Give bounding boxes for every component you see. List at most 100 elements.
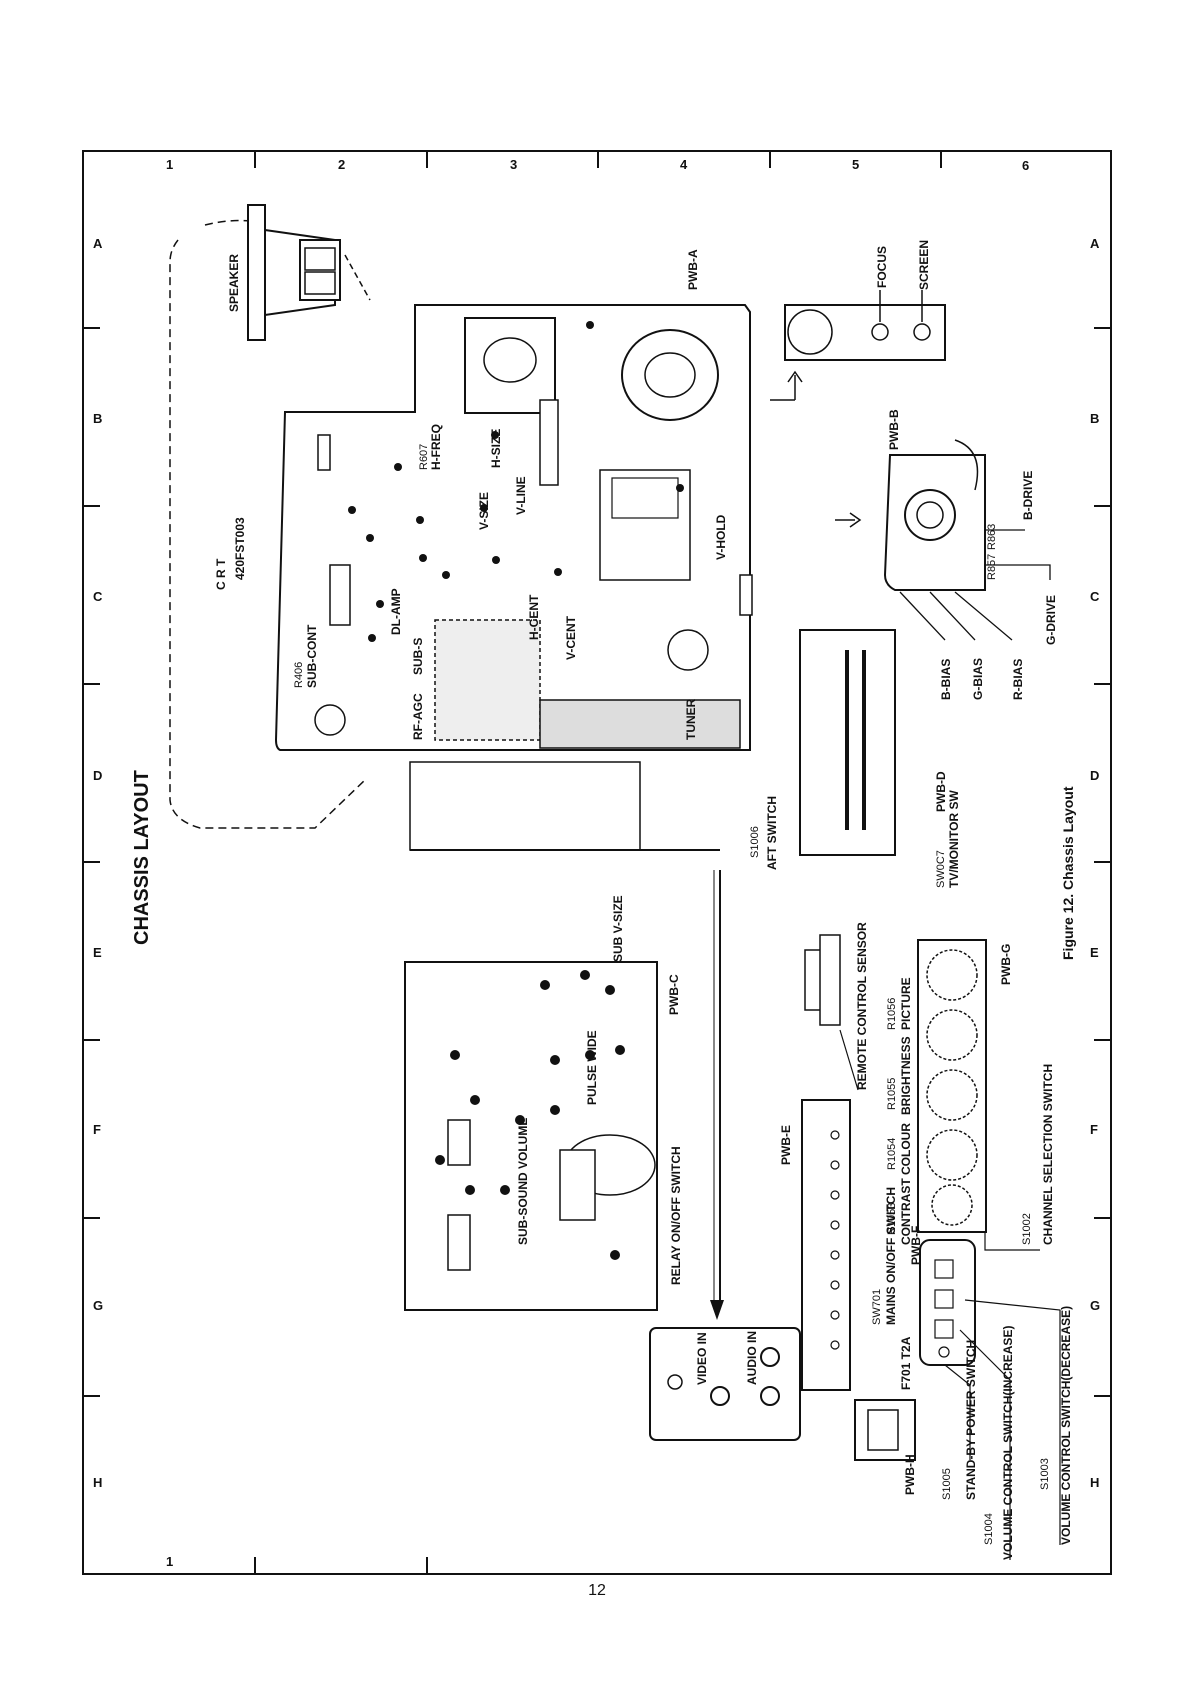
speaker: SPEAKER	[227, 204, 371, 341]
sub-v-size-label: SUB V-SIZE	[611, 895, 625, 962]
volume-decrease-label: VOLUME CONTROL SWITCH(DECREASE)	[1059, 1306, 1073, 1545]
r1056-label: R1056	[886, 998, 898, 1030]
crt-model-label: 420FST003	[233, 517, 247, 580]
crt-label: C R T	[214, 558, 228, 590]
col-label-bottom-1: 1	[166, 1554, 173, 1569]
picture-label: PICTURE	[899, 977, 913, 1030]
speaker-label: SPEAKER	[227, 254, 241, 312]
row-label-b-right: B	[1090, 411, 1099, 426]
pwb-b-label: PWB-B	[887, 409, 901, 450]
g-drive-label: G-DRIVE	[1044, 595, 1058, 645]
row-label-h-right: H	[1090, 1475, 1099, 1490]
row-label-g: G	[93, 1298, 103, 1313]
page-number: 12	[588, 1582, 606, 1599]
dl-amp-label: DL-AMP	[389, 588, 403, 635]
tv-monitor-sw-label: TV/MONITOR SW	[947, 790, 961, 888]
main-board-pwb-a: TUNER	[274, 304, 753, 1320]
focus-label: FOCUS	[875, 246, 889, 288]
r406-label: R406	[293, 662, 305, 688]
grid-row-labels: A B C D E F G H A B C D E F G H	[93, 236, 1100, 1490]
pwb-c-label: PWB-C	[667, 974, 681, 1015]
sub-sound-volume-label: SUB-SOUND VOLUME	[516, 1118, 530, 1245]
col-label-3: 3	[510, 157, 517, 172]
col-label-4: 4	[680, 157, 688, 172]
s1004-label: S1004	[983, 1513, 995, 1545]
r857-label: R857	[986, 554, 998, 580]
sub-s-label: SUB-S	[411, 638, 425, 675]
sw701-label: SW701	[871, 1289, 883, 1325]
pwb-f-label: PWB-F	[909, 1226, 923, 1265]
h-cent-label: H-CENT	[527, 594, 541, 640]
f701-label: F701 T2A	[899, 1336, 913, 1390]
remote-sensor-label: REMOTE CONTROL SENSOR	[855, 922, 869, 1090]
contrast-label: CONTRAST	[899, 1178, 913, 1245]
row-label-a: A	[93, 236, 103, 251]
r1053-label: R1053	[886, 1203, 898, 1235]
col-label-5: 5	[852, 157, 859, 172]
r607-label: R607	[418, 444, 430, 470]
standby-switch-label: STAND-BY POWER SWITCH	[964, 1340, 978, 1500]
diagram-title: CHASSIS LAYOUT	[131, 770, 153, 945]
grid-column-labels: 1 2 3 4 5 6 1	[166, 157, 1029, 1569]
aft-switch-label: AFT SWITCH	[765, 796, 779, 870]
s1005-label: S1005	[941, 1468, 953, 1500]
pwb-a-label: PWB-A	[686, 249, 700, 290]
pwb-c-board: PWB-C SUB V-SIZE PULSE WIDE SUB-SOUND VO…	[404, 895, 683, 1311]
pwb-h-label: PWB-H	[903, 1454, 917, 1495]
grid-ticks	[82, 150, 1112, 1575]
row-label-f-right: F	[1090, 1122, 1098, 1137]
pwb-e-board: PWB-E	[779, 1099, 851, 1391]
r1054-label: R1054	[886, 1138, 898, 1170]
pwb-b-board: PWB-B B-DRIVE G-DRIVE B-BIAS G-BIAS R-BI…	[883, 409, 1058, 700]
v-line-label: V-LINE	[514, 476, 528, 515]
h-freq-label: H-FREQ	[429, 424, 443, 470]
row-label-g-right: G	[1090, 1298, 1100, 1313]
brightness-label: BRIGHTNESS	[899, 1036, 913, 1115]
row-label-d: D	[93, 768, 102, 783]
row-label-c: C	[93, 589, 103, 604]
row-label-e-right: E	[1090, 945, 1099, 960]
tuner-label: TUNER	[684, 698, 698, 740]
col-label-2: 2	[338, 157, 345, 172]
channel-switch-label: CHANNEL SELECTION SWITCH	[1041, 1064, 1055, 1245]
sub-cont-label: SUB-CONT	[305, 624, 319, 688]
v-cent-label: V-CENT	[564, 615, 578, 660]
s1006-label: S1006	[749, 826, 761, 858]
rf-agc-label: RF-AGC	[411, 693, 425, 740]
s1003-label: S1003	[1039, 1458, 1051, 1490]
s1002-label: S1002	[1021, 1213, 1033, 1245]
row-label-c-right: C	[1090, 589, 1100, 604]
main-board-labels: PWB-A H-SIZE H-FREQ R607 V-LINE V-SIZE V…	[293, 249, 728, 740]
remote-sensor: REMOTE CONTROL SENSOR	[804, 922, 869, 1091]
figure-caption: Figure 12. Chassis Layout	[1060, 786, 1076, 960]
audio-in-label: AUDIO IN	[745, 1331, 759, 1385]
row-label-e: E	[93, 945, 102, 960]
pwb-g-board: PWB-G TV/MONITOR SW SW0C7 PICTURE R1056 …	[886, 790, 1055, 1251]
mains-switch-label: MAINS ON/OFF SWITCH	[884, 1187, 898, 1325]
pwb-d-board: PWB-D AFT SWITCH S1006	[749, 629, 948, 870]
row-label-b: B	[93, 411, 102, 426]
sw0007-label: SW0C7	[935, 850, 947, 888]
r863-label: R863	[986, 524, 998, 550]
col-label-6: 6	[1022, 158, 1029, 173]
relay-switch-label: RELAY ON/OFF SWITCH	[669, 1146, 683, 1285]
colour-label: COLOUR	[899, 1123, 913, 1175]
pwb-e-label: PWB-E	[779, 1125, 793, 1165]
av-input-panel: VIDEO IN AUDIO IN	[649, 1327, 801, 1441]
volume-increase-label: VOLUME CONTROL SWITCH(INCREASE)	[1001, 1326, 1015, 1560]
col-label-1: 1	[166, 157, 173, 172]
screen-label: SCREEN	[917, 240, 931, 290]
pulse-wide-label: PULSE WIDE	[585, 1030, 599, 1105]
arrow-to-pwb-b	[835, 512, 862, 528]
r-bias-label: R-BIAS	[1011, 659, 1025, 700]
h-size-label: H-SIZE	[489, 429, 503, 468]
b-bias-label: B-BIAS	[939, 659, 953, 700]
pwb-f-board: PWB-F PWB-H MAINS ON/OFF SWITCH SW701 F7…	[854, 1187, 976, 1495]
row-label-d-right: D	[1090, 768, 1099, 783]
switch-labels-bottom: STAND-BY POWER SWITCH S1005 VOLUME CONTR…	[941, 1299, 1073, 1560]
row-label-a-right: A	[1090, 236, 1100, 251]
pwb-g-label: PWB-G	[999, 944, 1013, 985]
row-label-f: F	[93, 1122, 101, 1137]
